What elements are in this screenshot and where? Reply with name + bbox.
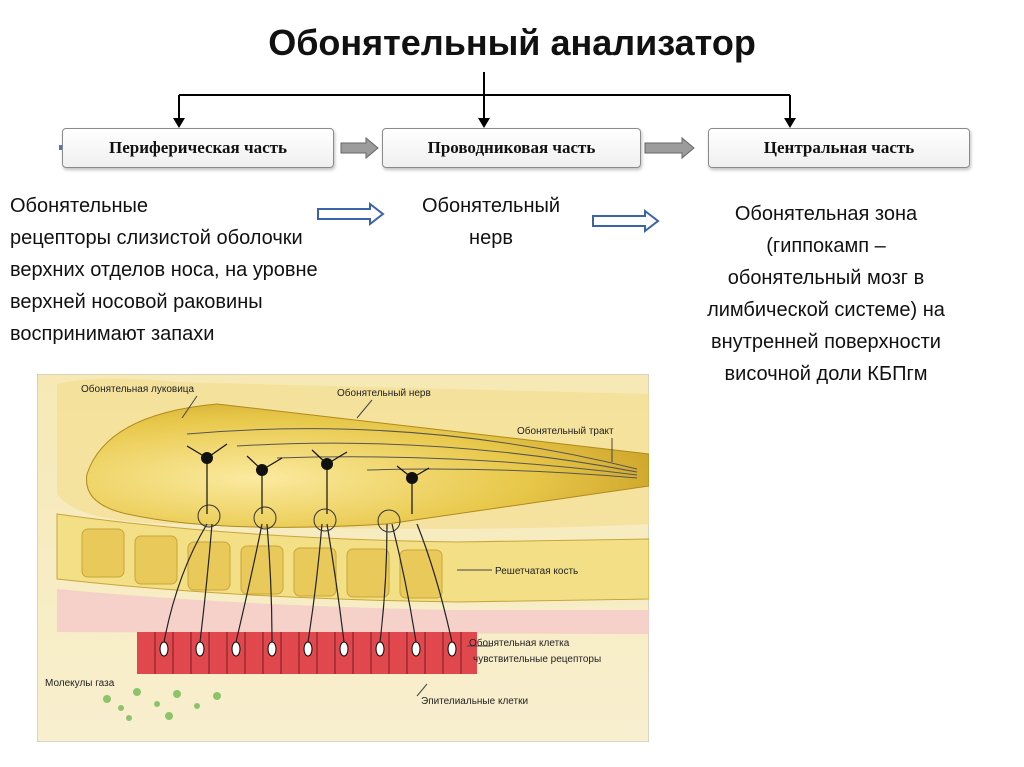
receptors-line: Обонятельные bbox=[10, 195, 149, 217]
label-nerve: Обонятельный нерв bbox=[337, 387, 431, 399]
peripheral-part-label: Периферическая часть bbox=[109, 138, 287, 157]
label-bone: Решетчатая кость bbox=[495, 566, 578, 577]
flow-arrow-icon bbox=[317, 201, 660, 234]
label-cell: Обонятельная клетка bbox=[469, 637, 570, 649]
receptor-cells bbox=[137, 632, 477, 674]
olfactory-bulb bbox=[86, 403, 649, 528]
zone-line: височной доли КБПгм bbox=[724, 363, 928, 385]
label-gas: Молекулы газа bbox=[45, 678, 115, 689]
conductive-part-box: Проводниковая часть bbox=[382, 128, 641, 168]
olfactory-diagram: Обонятельная луковица Обонятельный нерв … bbox=[37, 374, 649, 742]
receptors-description: Обонятельные рецепторы слизистой оболочк… bbox=[10, 190, 480, 350]
nerve-description: Обонятельный нерв bbox=[388, 190, 594, 254]
label-receptors: чувствительные рецепторы bbox=[473, 654, 601, 665]
zone-line: обонятельный мозг в bbox=[727, 267, 925, 289]
zone-line: внутренней поверхности bbox=[711, 331, 941, 353]
label-epithelium: Эпителиальные клетки bbox=[421, 696, 528, 707]
arrow-icon bbox=[340, 136, 695, 160]
receptors-line: верхних отделов носа, на уровне bbox=[10, 259, 318, 281]
zone-line: (гиппокамп – bbox=[766, 235, 886, 257]
hierarchy-connector bbox=[59, 72, 796, 234]
receptors-line: верхней носовой раковины bbox=[10, 291, 263, 313]
zone-line: лимбической системе) на bbox=[707, 299, 945, 321]
receptors-line: рецепторы слизистой оболочки bbox=[10, 227, 303, 249]
nerve-line: Обонятельный bbox=[421, 195, 561, 217]
receptors-line: воспринимают запахи bbox=[10, 323, 215, 345]
zone-description: Обонятельная зона (гиппокамп – обонятель… bbox=[640, 198, 1012, 390]
conductive-part-label: Проводниковая часть bbox=[427, 138, 596, 157]
nerve-line: нерв bbox=[469, 227, 513, 249]
label-tract: Обонятельный тракт bbox=[517, 425, 614, 437]
zone-line: Обонятельная зона bbox=[734, 203, 918, 225]
central-part-label: Центральная часть bbox=[763, 138, 915, 157]
label-bulb: Обонятельная луковица bbox=[81, 383, 195, 395]
page-title: Обонятельный анализатор bbox=[268, 22, 756, 63]
central-part-box: Центральная часть bbox=[708, 128, 970, 168]
peripheral-part-box: Периферическая часть bbox=[62, 128, 334, 168]
